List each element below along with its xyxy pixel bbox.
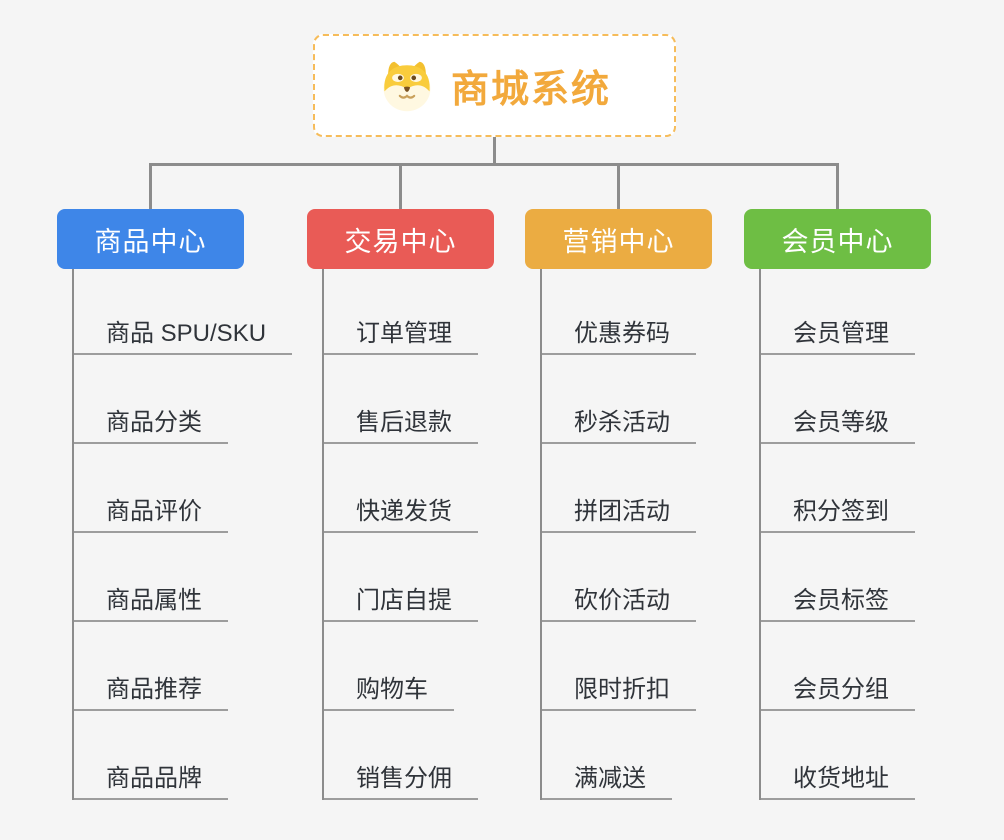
child-node[interactable]: 商品推荐 <box>74 622 228 711</box>
child-label: 快递发货 <box>356 498 452 525</box>
child-label: 商品品牌 <box>106 765 202 792</box>
child-node[interactable]: 收货地址 <box>761 711 915 800</box>
branch-children-member: 会员管理 会员等级 积分签到 会员标签 会员分组 收货地址 <box>759 269 915 800</box>
child-label: 会员等级 <box>793 409 889 436</box>
child-node[interactable]: 优惠券码 <box>542 269 696 355</box>
branch-member-center: 会员中心 会员管理 会员等级 积分签到 会员标签 会员分组 收货地址 <box>744 209 931 800</box>
child-label: 门店自提 <box>356 587 452 614</box>
connector-drop-member <box>836 163 839 210</box>
child-label: 购物车 <box>356 676 428 703</box>
child-node[interactable]: 门店自提 <box>324 533 478 622</box>
child-node[interactable]: 会员管理 <box>761 269 915 355</box>
child-label: 销售分佣 <box>356 765 452 792</box>
child-node[interactable]: 满减送 <box>542 711 672 800</box>
branch-children-product: 商品 SPU/SKU 商品分类 商品评价 商品属性 商品推荐 商品品牌 <box>72 269 293 800</box>
child-node[interactable]: 销售分佣 <box>324 711 478 800</box>
branch-children-marketing: 优惠券码 秒杀活动 拼团活动 砍价活动 限时折扣 满减送 <box>540 269 696 800</box>
branch-node-marketing-center[interactable]: 营销中心 <box>525 209 712 269</box>
root-node[interactable]: 商城系统 <box>313 34 676 137</box>
child-label: 拼团活动 <box>574 498 670 525</box>
child-node[interactable]: 会员等级 <box>761 355 915 444</box>
branch-node-member-center[interactable]: 会员中心 <box>744 209 931 269</box>
connector-drop-marketing <box>617 163 620 210</box>
child-node[interactable]: 会员分组 <box>761 622 915 711</box>
child-node[interactable]: 售后退款 <box>324 355 478 444</box>
child-label: 限时折扣 <box>574 676 670 703</box>
child-label: 商品 SPU/SKU <box>106 320 267 347</box>
branch-node-trade-center[interactable]: 交易中心 <box>307 209 494 269</box>
dog-icon <box>378 59 436 113</box>
child-label: 收货地址 <box>793 765 889 792</box>
child-node[interactable]: 商品分类 <box>74 355 228 444</box>
child-label: 售后退款 <box>356 409 452 436</box>
child-node[interactable]: 限时折扣 <box>542 622 696 711</box>
child-label: 商品评价 <box>106 498 202 525</box>
connector-horizontal-bar <box>149 163 839 166</box>
child-node[interactable]: 商品评价 <box>74 444 228 533</box>
root-title: 商城系统 <box>450 69 611 111</box>
child-node[interactable]: 快递发货 <box>324 444 478 533</box>
child-node[interactable]: 商品品牌 <box>74 711 228 800</box>
child-node[interactable]: 积分签到 <box>761 444 915 533</box>
child-label: 商品属性 <box>106 587 202 614</box>
child-label: 商品分类 <box>106 409 202 436</box>
branch-trade-center: 交易中心 订单管理 售后退款 快递发货 门店自提 购物车 销售分佣 <box>307 209 494 800</box>
connector-root-stem <box>493 137 496 166</box>
connector-drop-trade <box>399 163 402 210</box>
child-node[interactable]: 商品属性 <box>74 533 228 622</box>
child-label: 优惠券码 <box>574 320 670 347</box>
child-label: 满减送 <box>574 765 646 792</box>
child-label: 会员标签 <box>793 587 889 614</box>
child-node[interactable]: 秒杀活动 <box>542 355 696 444</box>
child-label: 会员管理 <box>793 320 889 347</box>
child-label: 商品推荐 <box>106 676 202 703</box>
child-label: 会员分组 <box>793 676 889 703</box>
branch-children-trade: 订单管理 售后退款 快递发货 门店自提 购物车 销售分佣 <box>322 269 478 800</box>
child-node[interactable]: 商品 SPU/SKU <box>74 269 293 355</box>
child-label: 砍价活动 <box>574 587 670 614</box>
child-label: 积分签到 <box>793 498 889 525</box>
child-node[interactable]: 订单管理 <box>324 269 478 355</box>
child-node[interactable]: 拼团活动 <box>542 444 696 533</box>
branch-product-center: 商品中心 商品 SPU/SKU 商品分类 商品评价 商品属性 商品推荐 商品品牌 <box>57 209 293 800</box>
connector-drop-product <box>149 163 152 210</box>
child-node[interactable]: 购物车 <box>324 622 454 711</box>
branch-node-product-center[interactable]: 商品中心 <box>57 209 244 269</box>
branch-marketing-center: 营销中心 优惠券码 秒杀活动 拼团活动 砍价活动 限时折扣 满减送 <box>525 209 712 800</box>
child-label: 秒杀活动 <box>574 409 670 436</box>
child-node[interactable]: 会员标签 <box>761 533 915 622</box>
child-label: 订单管理 <box>356 320 452 347</box>
child-node[interactable]: 砍价活动 <box>542 533 696 622</box>
